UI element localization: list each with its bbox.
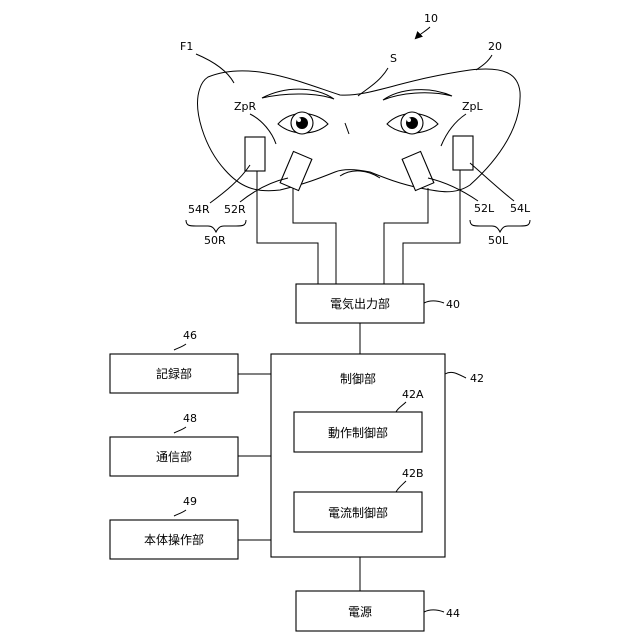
electric-output-ref-leader: [424, 301, 444, 303]
power-supply-block: 電源: [296, 591, 424, 631]
mask-outline: [198, 69, 521, 192]
zone-left-label: ZpL: [462, 100, 484, 113]
zone-right-label: ZpR: [234, 100, 257, 113]
control-ref: 42: [470, 372, 484, 385]
eye-right: [278, 112, 328, 134]
wire-52r: [293, 188, 336, 284]
power-supply-label: 電源: [348, 605, 372, 619]
nose-mark: [345, 123, 349, 134]
nose-bridge-leader: [358, 68, 388, 96]
electrode-54l-leader: [470, 163, 514, 201]
electrode-52r-label: 52R: [224, 203, 246, 216]
group-r-label: 50R: [204, 234, 226, 247]
electrode-54r-leader: [210, 165, 250, 203]
body-operation-ref: 49: [183, 495, 197, 508]
frame-label: F1: [180, 40, 193, 53]
electric-output-label: 電気出力部: [330, 296, 390, 311]
power-supply-ref-leader: [424, 610, 444, 612]
motion-control-ref: 42A: [402, 388, 424, 401]
eyebrow-right: [262, 89, 334, 99]
electrode-52l-label: 52L: [474, 202, 495, 215]
communication-ref: 48: [183, 412, 197, 425]
electrode-54r: [245, 137, 265, 171]
group-r-brace: [186, 220, 246, 232]
power-supply-ref: 44: [446, 607, 460, 620]
nose-bridge-label: S: [390, 52, 397, 65]
control-ref-leader: [445, 372, 466, 378]
group-l-label: 50L: [488, 234, 509, 247]
eyebrow-left: [383, 90, 452, 100]
electrode-54l: [453, 136, 473, 170]
body-operation-ref-leader: [174, 510, 186, 516]
communication-label: 通信部: [156, 449, 192, 464]
recording-block: 記録部: [110, 354, 238, 393]
electric-output-block: 電気出力部: [296, 284, 424, 323]
eye-left: [387, 112, 438, 134]
communication-block: 通信部: [110, 437, 238, 476]
body-operation-block: 本体操作部: [110, 520, 238, 559]
mask-ref-leader: [476, 55, 492, 70]
current-control-block: 電流制御部: [294, 492, 422, 532]
motion-control-label: 動作制御部: [328, 425, 388, 440]
electric-output-ref: 40: [446, 298, 460, 311]
wire-54l: [403, 170, 460, 284]
motion-control-block: 動作制御部: [294, 412, 422, 452]
electrode-52l-leader: [428, 178, 478, 201]
communication-ref-leader: [174, 427, 186, 433]
electrode-52r: [280, 151, 312, 190]
recording-ref-leader: [174, 344, 186, 350]
mask-ref-label: 20: [488, 40, 502, 53]
device-ref-label: 10: [424, 12, 438, 25]
frame-leader: [196, 54, 234, 83]
body-operation-label: 本体操作部: [144, 532, 204, 547]
current-control-ref: 42B: [402, 467, 424, 480]
group-l-brace: [470, 220, 530, 232]
current-control-label: 電流制御部: [328, 505, 388, 520]
recording-label: 記録部: [156, 366, 192, 381]
control-label: 制御部: [340, 371, 376, 386]
wire-52l: [384, 188, 428, 284]
device-ref-arrow: [416, 27, 430, 38]
mask-inner-contour: [340, 171, 380, 178]
electrode-54r-label: 54R: [188, 203, 210, 216]
electrode-54l-label: 54L: [510, 202, 531, 215]
recording-ref: 46: [183, 329, 197, 342]
